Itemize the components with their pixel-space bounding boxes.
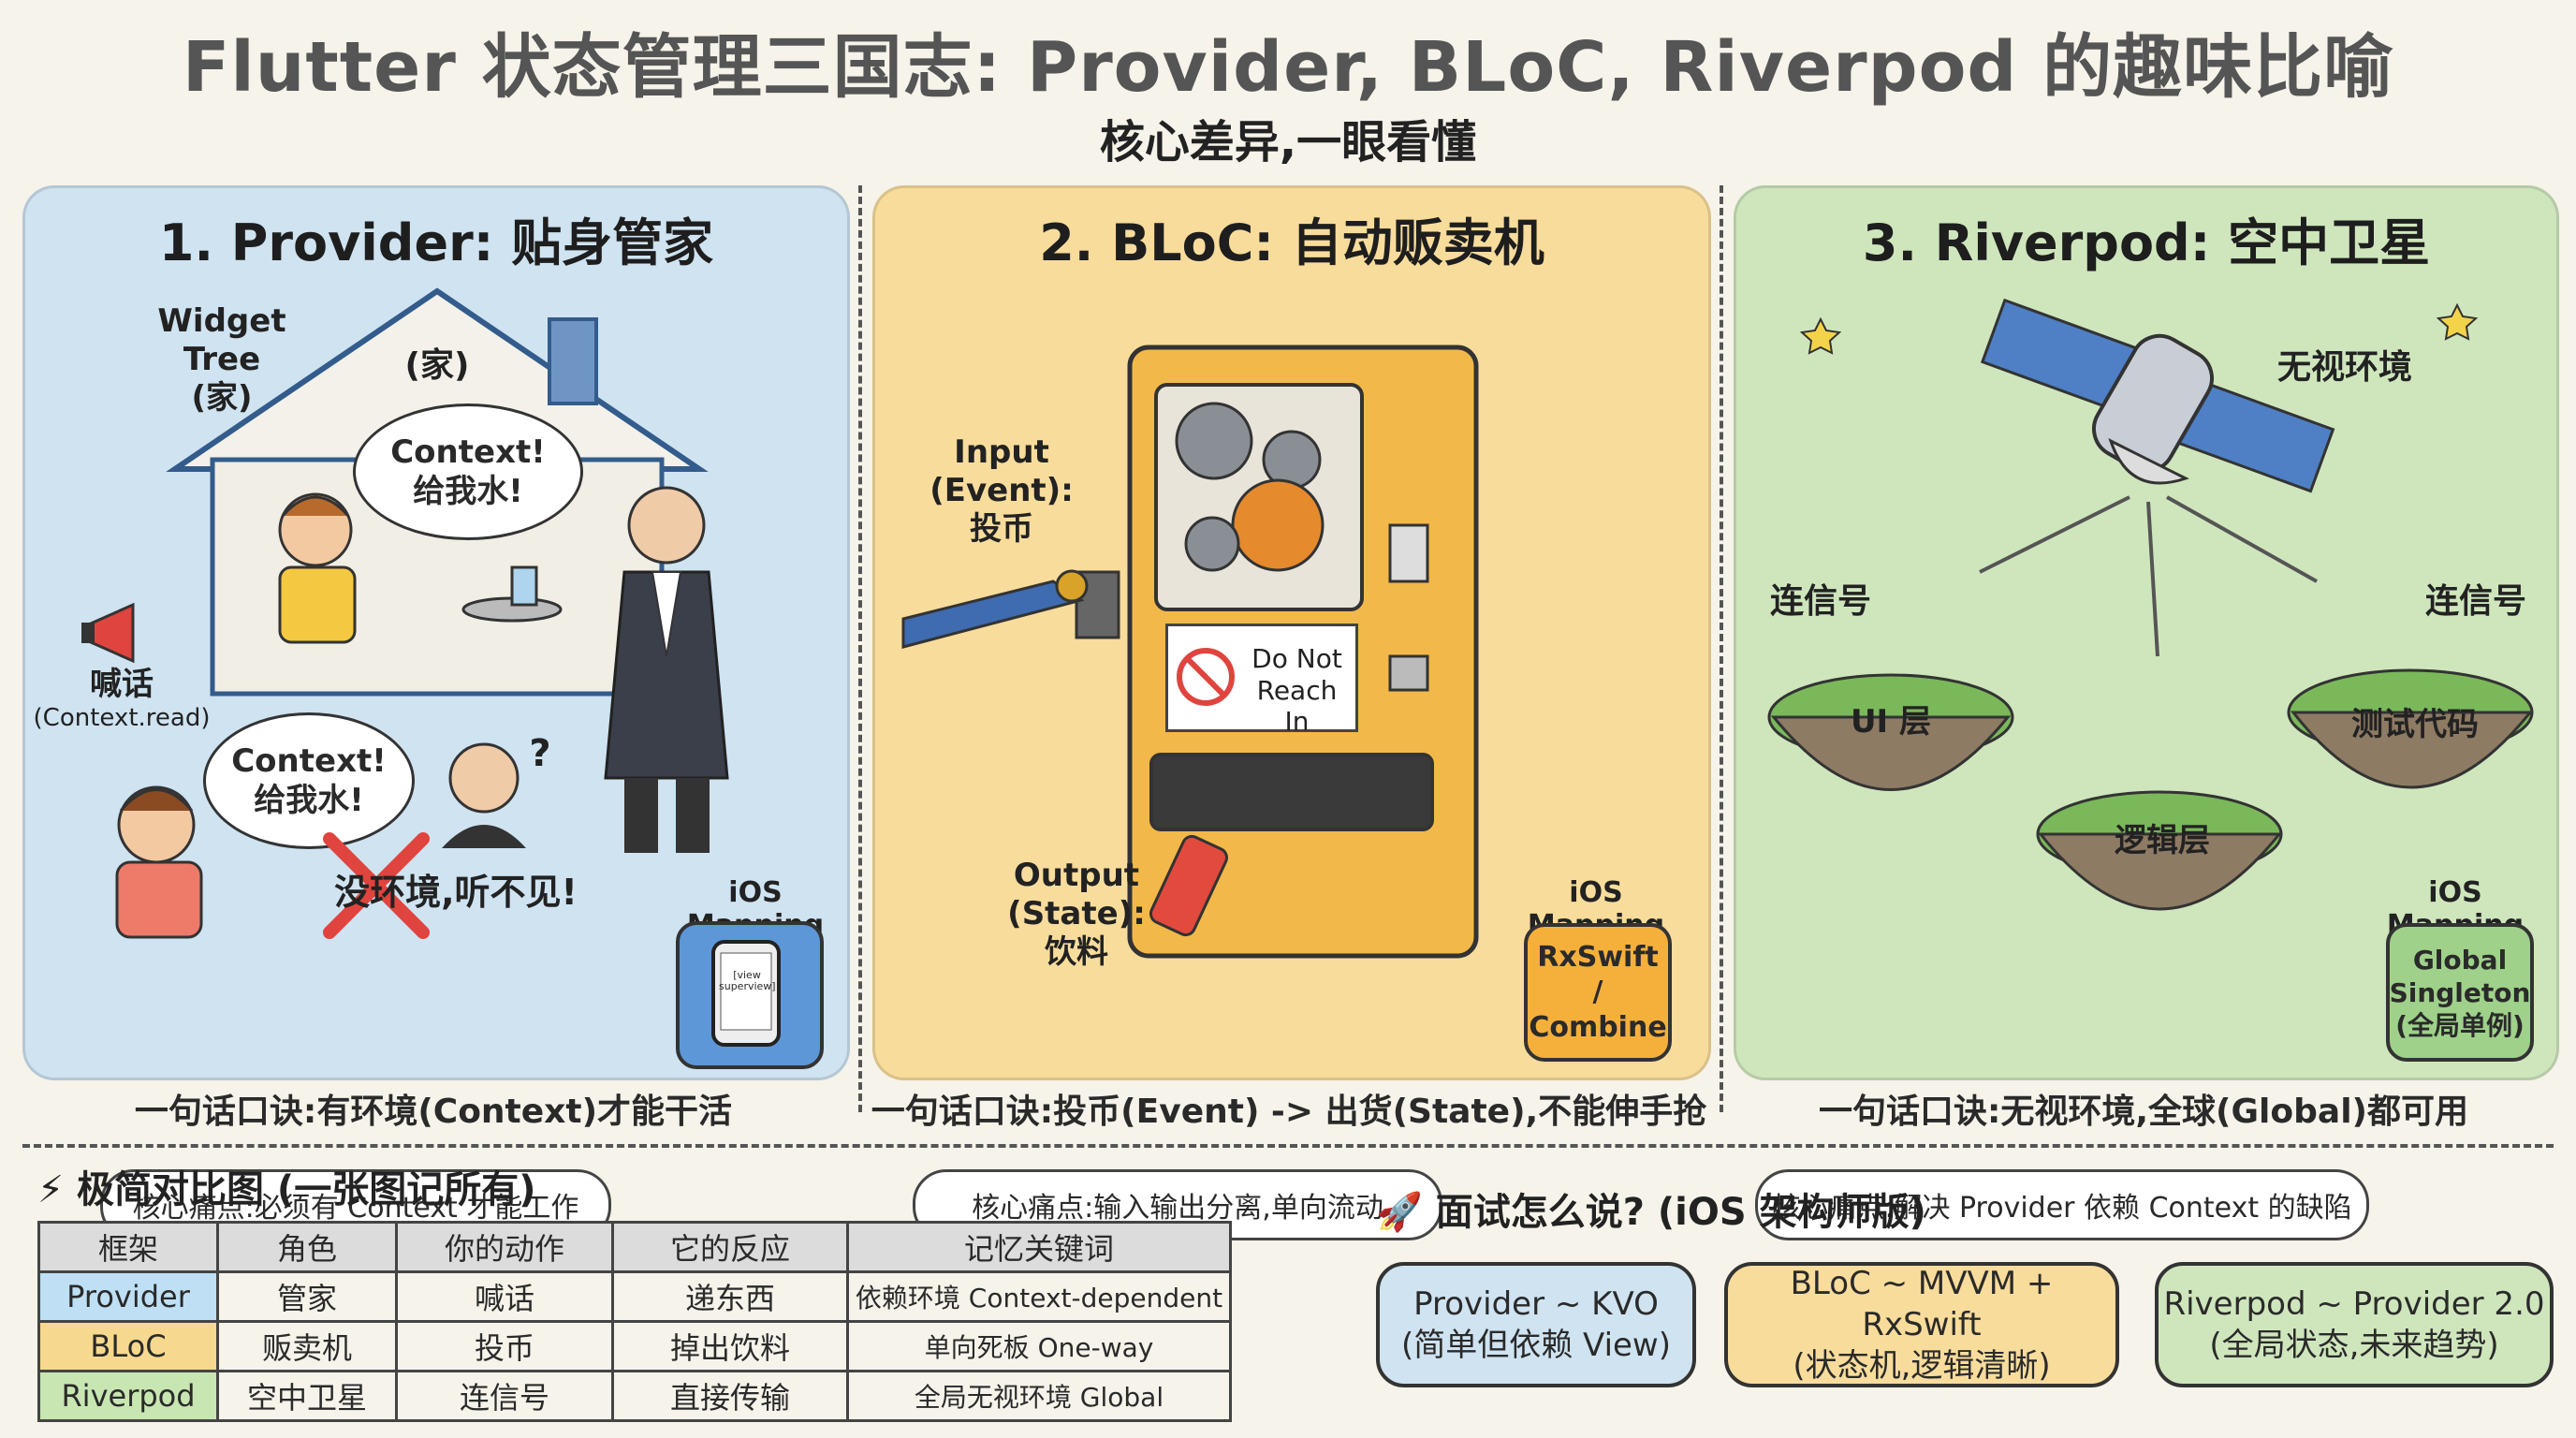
table-cell: 喊话 xyxy=(395,1270,614,1323)
kid-icon xyxy=(278,492,357,644)
house-label: (家) xyxy=(404,346,470,385)
phone-icon xyxy=(711,940,781,1047)
table-header-row: 框架 角色 你的动作 它的反应 记忆关键词 xyxy=(37,1221,1232,1273)
interview-bloc-line1: BLoC ~ MVVM + RxSwift xyxy=(1790,1264,2054,1343)
kid-outside-icon xyxy=(115,785,203,939)
page-subtitle: 核心差异,一眼看懂 xyxy=(1099,116,1477,169)
bubble-bottom-line2: 给我水! xyxy=(254,782,364,819)
interview-title: 🚀 面试怎么说? (iOS 架构师版) xyxy=(1376,1191,1926,1234)
speech-bubble-bottom: Context! 给我水! xyxy=(203,712,415,849)
connect-right-label: 连信号 xyxy=(2424,582,2526,621)
phone-text: [view superview] xyxy=(719,969,776,993)
interview-provider-line1: Provider ~ KVO xyxy=(1413,1284,1659,1323)
table-cell-framework: Riverpod xyxy=(37,1370,219,1422)
riverpod-ios-box: Global Singleton (全局单例) xyxy=(2386,923,2534,1062)
divider-horizontal xyxy=(22,1144,2554,1148)
no-env-label: 没环境,听不见! xyxy=(334,872,578,913)
table-header: 你的动作 xyxy=(395,1221,614,1273)
input-event-line1: Input (Event): xyxy=(929,433,1074,509)
red-cross-icon xyxy=(323,832,430,939)
interview-provider-line2: (简单但依赖 View) xyxy=(1400,1327,1672,1364)
table-cell-framework: BLoC xyxy=(37,1320,219,1372)
bubble-top-line1: Context! xyxy=(390,433,546,471)
interview-bubble-riverpod: Riverpod ~ Provider 2.0 (全局状态,未来趋势) xyxy=(2155,1262,2554,1387)
table-cell: 全局无视环境 Global xyxy=(846,1370,1232,1422)
table-cell: 贩卖机 xyxy=(216,1320,398,1372)
megaphone-icon xyxy=(81,602,135,664)
output-state-label: Output (State): 饮料 xyxy=(950,857,1203,971)
bloc-ios-box: RxSwift / Combine xyxy=(1524,923,1672,1062)
table-cell: 投币 xyxy=(395,1320,614,1372)
input-event-label: Input (Event): 投币 xyxy=(885,433,1119,548)
output-state-line1: Output (State): xyxy=(1007,857,1146,932)
table-cell: 管家 xyxy=(216,1270,398,1323)
interview-riverpod-line1: Riverpod ~ Provider 2.0 xyxy=(2163,1284,2545,1323)
provider-motto: 一句话口诀:有环境(Context)才能干活 xyxy=(134,1093,733,1131)
question-mark: ? xyxy=(529,732,551,775)
widget-tree-sub: (家) xyxy=(191,378,253,417)
shout-sub: (Context.read) xyxy=(33,703,211,732)
input-event-line2: 投币 xyxy=(970,509,1033,548)
island-test-label: 测试代码 xyxy=(2351,706,2479,743)
table-row: Provider 管家 喊话 递东西 依赖环境 Context-dependen… xyxy=(37,1270,1232,1323)
table-header: 记忆关键词 xyxy=(846,1221,1232,1273)
table-row: BLoC 贩卖机 投币 掉出饮料 单向死板 One-way xyxy=(37,1320,1232,1372)
interview-bubble-bloc: BLoC ~ MVVM + RxSwift (状态机,逻辑清晰) xyxy=(1724,1262,2119,1387)
interview-riverpod-line2: (全局状态,未来趋势) xyxy=(2209,1327,2499,1364)
table-row: Riverpod 空中卫星 连信号 直接传输 全局无视环境 Global xyxy=(37,1370,1232,1422)
table-cell: 掉出饮料 xyxy=(611,1320,849,1372)
butler-icon xyxy=(604,486,729,853)
speech-bubble-top: Context! 给我水! xyxy=(353,404,583,540)
table-cell-framework: Provider xyxy=(37,1270,219,1323)
island-logic-label: 逻辑层 xyxy=(2115,822,2210,859)
interview-bloc-line2: (状态机,逻辑清晰) xyxy=(1793,1347,2051,1386)
comparison-table: 框架 角色 你的动作 它的反应 记忆关键词 Provider 管家 喊话 递东西… xyxy=(37,1221,1232,1422)
bloc-panel-title: 2. BLoC: 自动贩卖机 xyxy=(1039,213,1544,272)
divider-2 xyxy=(1720,185,1723,1112)
divider-1 xyxy=(858,185,862,1112)
riverpod-ios-line1: Global xyxy=(2412,944,2508,976)
sign-line2: Reach In xyxy=(1256,674,1338,738)
table-cell: 连信号 xyxy=(395,1370,614,1422)
table-header: 框架 xyxy=(37,1221,219,1273)
riverpod-ios-line2: Singleton xyxy=(2389,976,2531,1008)
sign-line1: Do Not xyxy=(1251,643,1342,674)
connect-left-label: 连信号 xyxy=(1769,582,1871,621)
table-header: 它的反应 xyxy=(611,1221,849,1273)
bloc-motto: 一句话口诀:投币(Event) -> 出货(State),不能伸手抢 xyxy=(871,1093,1707,1131)
satellite-illustration xyxy=(1767,298,2534,911)
table-cell: 单向死板 One-way xyxy=(846,1320,1232,1372)
stop-hand-icon xyxy=(1177,648,1235,706)
provider-panel: 1. Provider: 贴身管家 Widget Tree (家) (家) Co… xyxy=(22,185,850,1240)
page-title: Flutter 状态管理三国志: Provider, BLoC, Riverpo… xyxy=(182,27,2394,108)
sign-text: Do Not Reach In xyxy=(1243,643,1351,738)
old-butler-icon xyxy=(442,742,526,848)
shout-text: 喊话 xyxy=(90,666,154,703)
riverpod-panel: 3. Riverpod: 空中卫星 无视环境 连信号 连信号 UI 层 逻辑层 … xyxy=(1734,185,2559,1240)
table-cell: 依赖环境 Context-dependent xyxy=(846,1270,1232,1323)
riverpod-ios-line3: (全局单例) xyxy=(2395,1009,2525,1041)
table-cell: 空中卫星 xyxy=(216,1370,398,1422)
do-not-reach-sign: Do Not Reach In xyxy=(1165,624,1358,737)
riverpod-pain-point: 核心痛点:解决 Provider 依赖 Context 的缺陷 xyxy=(1755,1169,2369,1240)
provider-panel-title: 1. Provider: 贴身管家 xyxy=(158,213,714,272)
table-cell: 直接传输 xyxy=(611,1370,849,1422)
shout-label: 喊话 (Context.read) xyxy=(33,666,211,733)
ignore-env-label: 无视环境 xyxy=(2276,348,2412,387)
riverpod-panel-title: 3. Riverpod: 空中卫星 xyxy=(1862,213,2431,272)
interview-bubble-provider: Provider ~ KVO (简单但依赖 View) xyxy=(1376,1262,1696,1387)
widget-tree-text: Widget Tree xyxy=(157,302,286,378)
comparison-title: ⚡ 极简对比图 (一张图记所有) xyxy=(37,1168,536,1211)
bubble-top-line2: 给我水! xyxy=(413,473,523,510)
widget-tree-label: Widget Tree (家) xyxy=(119,302,325,417)
table-cell: 递东西 xyxy=(611,1270,849,1323)
bloc-panel: 2. BLoC: 自动贩卖机 Input (Event): 投币 Do Not … xyxy=(872,185,1711,1240)
bubble-bottom-line1: Context! xyxy=(231,741,387,780)
island-ui-label: UI 层 xyxy=(1850,703,1932,741)
table-header: 角色 xyxy=(216,1221,398,1273)
riverpod-motto: 一句话口诀:无视环境,全球(Global)都可用 xyxy=(1818,1093,2468,1131)
output-state-line2: 饮料 xyxy=(1045,932,1108,971)
provider-ios-box: [view superview] xyxy=(676,921,824,1069)
